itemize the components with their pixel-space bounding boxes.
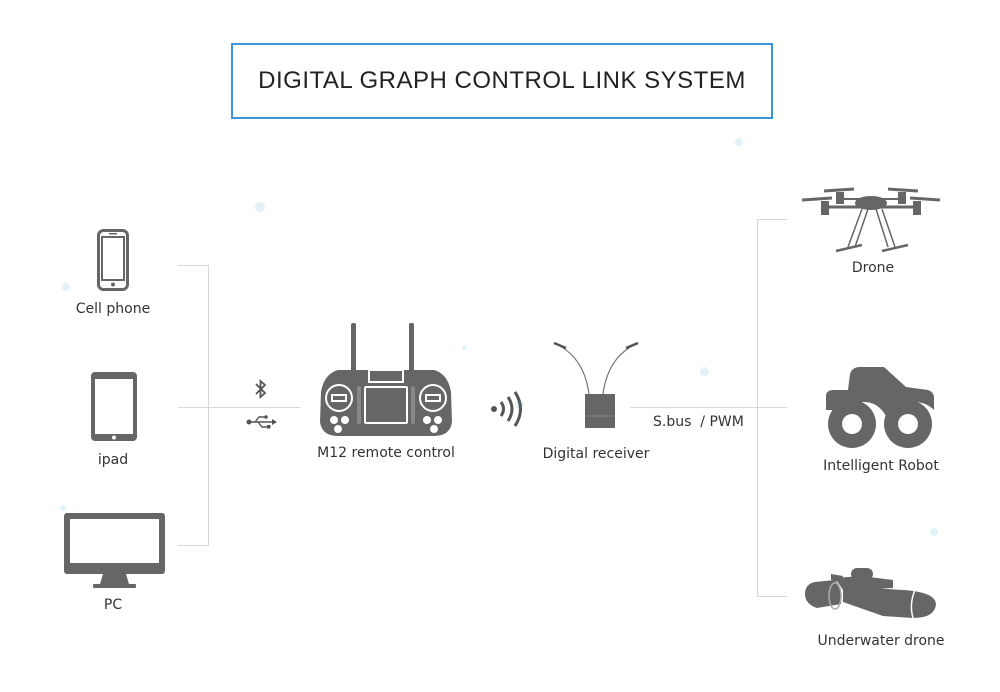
monitor-icon [63,512,166,589]
wireless-signal-icon [490,389,526,429]
output-label-underwater-drone: Underwater drone [817,633,945,649]
connector-line [178,545,209,546]
title-box: DIGITAL GRAPH CONTROL LINK SYSTEM [231,43,773,119]
connector-line [630,407,787,408]
connector-line [178,407,300,408]
bluetooth-icon [255,379,267,399]
decor-dot [255,202,265,212]
remote-controller-icon [318,322,454,440]
connector-line [757,219,787,220]
decor-dot [700,367,709,376]
receiver-icon [540,338,652,430]
decor-dot [735,138,743,146]
tablet-icon [90,371,138,442]
connector-line [178,265,209,266]
connector-line [757,219,758,597]
usb-icon [246,414,278,430]
underwater-drone-icon [803,566,939,622]
connector-line [757,596,787,597]
output-label-drone: Drone [851,260,895,276]
drone-icon [800,185,942,253]
connector-line [208,265,209,546]
smartphone-icon [97,229,129,291]
input-label-ipad: ipad [97,452,129,468]
decor-dot [62,283,70,291]
controller-label: M12 remote control [317,445,455,461]
page-title: DIGITAL GRAPH CONTROL LINK SYSTEM [258,67,746,94]
decor-dot [60,505,66,511]
input-label-cell-phone: Cell phone [75,301,151,317]
output-protocol-label: S.bus / PWM [653,414,744,430]
robot-car-icon [826,366,934,450]
decor-dot [462,345,467,350]
output-label-intelligent-robot: Intelligent Robot [823,458,939,474]
input-label-pc: PC [103,597,123,613]
receiver-label: Digital receiver [542,446,650,462]
decor-dot [930,528,938,536]
